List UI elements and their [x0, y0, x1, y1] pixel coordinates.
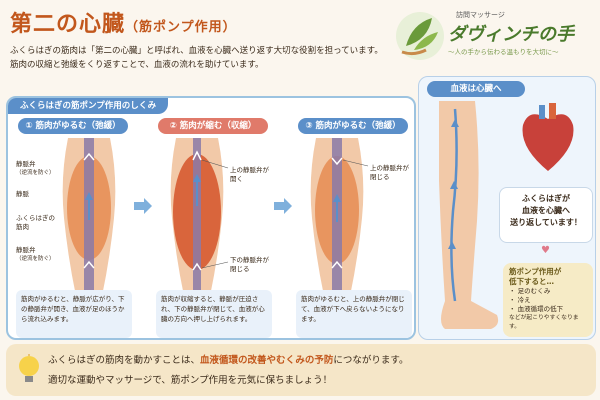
label-upper-valve-open: 上の静脈弁が — [230, 166, 269, 174]
step-3: ③ 筋肉がゆるむ（弛緩） 上の静脈弁が 閉じる 筋肉がゆるむと、上の静脈弁が閉じ… — [294, 118, 412, 338]
step-1-caption: 筋肉がゆるむと、静脈が広がり、下の静脈弁が開き、血液が足のほうから流れ込みます。 — [16, 290, 132, 338]
label-lower-valve-close: 下の静脈弁が — [230, 256, 269, 264]
label-upper-valve-closed: 上の静脈弁が — [370, 164, 409, 172]
message-bubble: ふくらはぎが 血液を心臓へ 送り返しています！ — [499, 187, 593, 243]
bubble-line-3: 送り返しています！ — [510, 218, 582, 227]
label-upper-valve-open-2: 開く — [230, 175, 243, 183]
title-sub: （筋ポンプ作用） — [125, 20, 237, 35]
brand-sub-name: 訪問マッサージ — [456, 11, 505, 19]
note-item-cold: ・ 冷え — [509, 296, 531, 304]
bubble-line-1: ふくらはぎが — [522, 194, 570, 203]
heart-icon — [522, 103, 574, 171]
brand-name: ダヴィンチの手 — [448, 24, 574, 45]
label-valve-upper-note: （逆流を防ぐ） — [16, 170, 55, 176]
step-2: ② 筋肉が縮む（収縮） 上の静脈弁が 開く 下の静脈弁が 閉じる 筋肉が収縮する… — [154, 118, 272, 338]
step-1: ① 筋肉がゆるむ（弛緩） 静脈弁 （逆流を防ぐ） 静脈 ふくらはぎの 筋肉 静脈… — [14, 118, 132, 338]
step-2-illustration — [170, 138, 229, 296]
step-2-head: ② 筋肉が縮む（収縮） — [158, 118, 268, 134]
label-lower-valve-close-2: 閉じる — [230, 265, 250, 273]
label-upper-valve-closed-2: 閉じる — [370, 173, 390, 181]
leg-illustration — [439, 101, 499, 329]
note-title-2: 低下すると… — [509, 277, 554, 286]
footer-line-2: 適切な運動やマッサージで、筋ポンプ作用を元気に保ちましょう！ — [48, 375, 333, 386]
arrow-right-icon — [134, 198, 152, 214]
footer-highlight: 血液循環の改善やむくみの予防 — [200, 355, 334, 366]
small-heart-icon: ♥ — [541, 245, 550, 256]
note-foot: などが起こりやすくなります。 — [509, 315, 579, 330]
footer-line-1: ふくらはぎの筋肉を動かすことは、血液循環の改善やむくみの予防につながります。 — [48, 352, 408, 366]
arrow-right-icon-2 — [274, 198, 292, 214]
step-1-illustration — [62, 138, 116, 296]
label-vein: 静脈 — [16, 190, 29, 198]
footer-line-1-post: につながります。 — [333, 355, 409, 366]
decline-note: 筋ポンプ作用が 低下すると… ・ 足のむくみ ・ 冷え ・ 血液循環の低下 など… — [503, 263, 593, 337]
note-item-swelling: ・ 足のむくみ — [509, 287, 551, 295]
title-main: 第二の心臓 — [10, 12, 126, 37]
brand-tagline: 〜人の手から伝わる温もりを大切に〜 — [448, 48, 559, 56]
step-3-caption: 筋肉がゆるむと、上の静脈弁が閉じて、血液が下へ戻らないようになります。 — [296, 290, 412, 338]
right-title: 血液は心臓へ — [427, 81, 525, 97]
note-title-1: 筋ポンプ作用が — [509, 267, 562, 276]
step-1-head: ① 筋肉がゆるむ（弛緩） — [18, 118, 128, 134]
desc-line-1: ふくらはぎの筋肉は「第二の心臓」と呼ばれ、血液を心臓へ送り返す大切な役割を担って… — [10, 46, 383, 56]
label-valve-upper: 静脈弁 — [16, 160, 36, 168]
header: 第二の心臓（筋ポンプ作用） ふくらはぎの筋肉は「第二の心臓」と呼ばれ、血液を心臓… — [0, 0, 600, 84]
desc-line-2: 筋肉の収縮と弛緩をくり返すことで、血液の流れを助けています。 — [10, 60, 264, 70]
step-3-illustration — [310, 138, 369, 296]
right-panel: 血液は心臓へ ふくらはぎが 血液を心臓へ 送り返しています！ ♥ 筋ポンプ作用が… — [418, 76, 596, 340]
footer-line-1-pre: ふくらはぎの筋肉を動かすことは、 — [48, 355, 201, 366]
bubble-line-2: 血液を心臓へ — [522, 206, 570, 215]
leaf-logo-icon — [396, 12, 444, 60]
step-2-caption: 筋肉が収縮すると、静脈が圧迫され、下の静脈弁が閉じて、血液が心臓の方向へ押し上げ… — [156, 290, 272, 338]
label-valve-lower-note: （逆流を防ぐ） — [16, 256, 55, 262]
page-title: 第二の心臓（筋ポンプ作用） — [10, 6, 237, 38]
mechanism-panel: ふくらはぎの筋ポンプ作用のしくみ ① 筋肉がゆるむ（弛緩） 静脈弁 （逆流を防ぐ… — [6, 96, 416, 340]
panel-title: ふくらはぎの筋ポンプ作用のしくみ — [8, 98, 169, 114]
note-item-circulation: ・ 血液循環の低下 — [509, 305, 564, 313]
label-calf-muscle: ふくらはぎの — [16, 214, 55, 222]
label-valve-lower: 静脈弁 — [16, 246, 36, 254]
step-3-head: ③ 筋肉がゆるむ（弛緩） — [298, 118, 408, 134]
footer: ふくらはぎの筋肉を動かすことは、血液循環の改善やむくみの予防につながります。 適… — [6, 344, 596, 396]
brand: 訪問マッサージ ダヴィンチの手 〜人の手から伝わる温もりを大切に〜 — [392, 6, 592, 62]
lightbulb-icon — [19, 354, 39, 382]
description: ふくらはぎの筋肉は「第二の心臓」と呼ばれ、血液を心臓へ送り返す大切な役割を担って… — [10, 44, 383, 72]
label-calf-muscle-2: 筋肉 — [16, 223, 29, 231]
